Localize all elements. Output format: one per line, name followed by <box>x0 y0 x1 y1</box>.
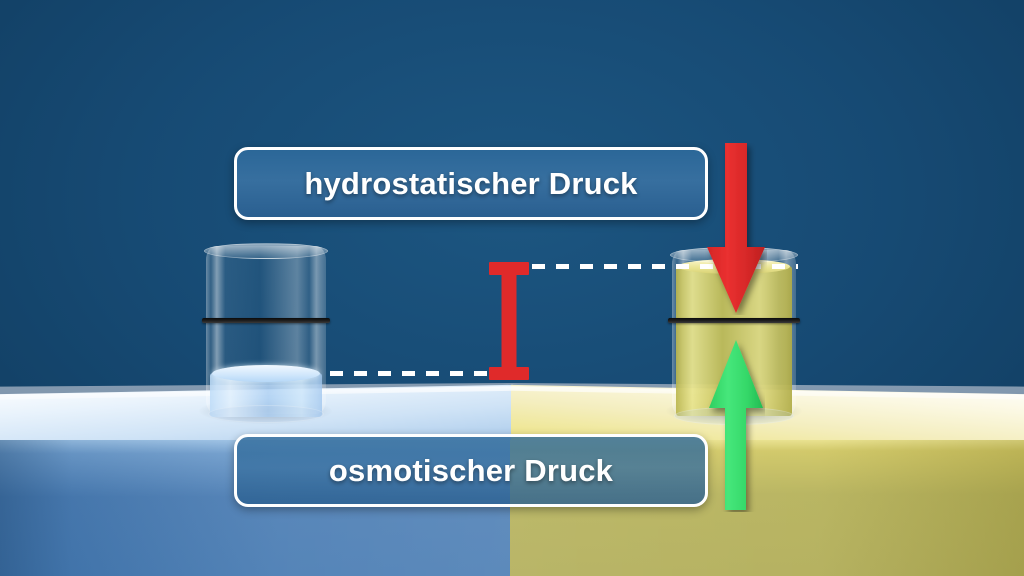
hydrostatic-pressure-arrow <box>705 143 767 315</box>
upper-level-dashed-line <box>508 264 798 269</box>
right-membrane <box>668 318 800 323</box>
left-cylinder-liquid <box>210 365 322 417</box>
left-liquid-surface <box>212 365 320 382</box>
left-cylinder <box>202 243 330 423</box>
left-cylinder-rim <box>204 243 328 259</box>
bracket-cap-bottom <box>489 367 529 380</box>
bracket-stem <box>501 262 517 380</box>
osmotic-pressure-label-text: osmotischer Druck <box>328 452 614 488</box>
down-arrow-shape <box>707 143 765 313</box>
osmotic-pressure-label[interactable]: osmotischer Druck <box>234 434 708 507</box>
hydrostatic-pressure-label[interactable]: hydrostatischer Druck <box>234 147 708 220</box>
lower-level-dashed-line <box>330 371 526 376</box>
hydrostatic-pressure-label-text: hydrostatischer Druck <box>304 165 638 201</box>
left-membrane <box>202 318 330 323</box>
osmotic-pressure-arrow <box>707 338 765 512</box>
height-difference-bracket <box>489 262 529 380</box>
left-cylinder-bottom <box>208 405 324 423</box>
bracket-cap-top <box>489 262 529 275</box>
up-arrow-shape <box>709 340 763 510</box>
